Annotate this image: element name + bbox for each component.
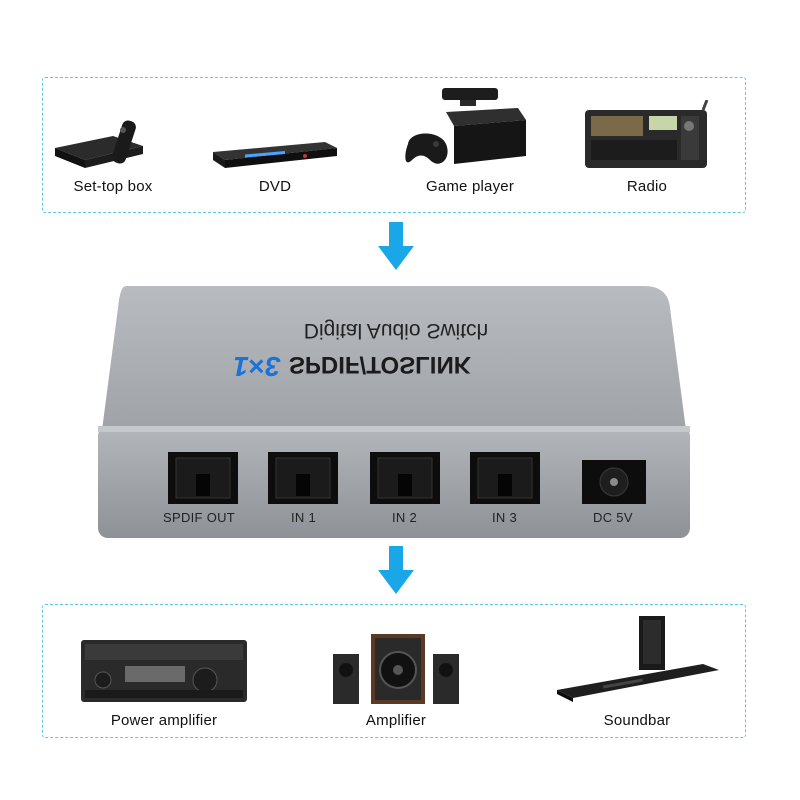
output-label: Amplifier (365, 712, 427, 729)
model-text: 3×1 (233, 351, 281, 382)
optical-port-icon (268, 452, 338, 504)
settop-box-icon (55, 120, 143, 168)
power-amplifier-icon (81, 640, 247, 702)
speakers-icon (333, 634, 459, 704)
output-label: Power amplifier (110, 712, 218, 729)
arrow-down-icon (378, 546, 414, 594)
arrow-down-icon (378, 222, 414, 270)
dc-jack-icon (582, 460, 646, 504)
subtitle-text: Digital Audio Switch (303, 319, 489, 342)
output-label: Soundbar (603, 712, 671, 729)
radio-icon (585, 100, 709, 168)
port-label-dc5v: DC 5V (593, 510, 633, 525)
source-label: Game player (425, 178, 515, 195)
source-label: Set-top box (73, 178, 153, 195)
brand-line: SPDIF/TOSLINK (288, 351, 472, 378)
source-devices-panel (42, 77, 746, 213)
optical-port-icon (168, 452, 238, 504)
output-item-power-amplifier: Power amplifier (78, 636, 250, 729)
source-item-radio: Radio (572, 100, 722, 195)
source-item-game: Game player (395, 86, 545, 195)
game-console-icon (405, 88, 526, 164)
soundbar-icon (557, 616, 719, 702)
output-item-amplifier: Amplifier (326, 630, 466, 729)
optical-port-icon (370, 452, 440, 504)
source-label: Radio (626, 178, 668, 195)
dvd-player-icon (213, 142, 337, 168)
port-label-in1: IN 1 (291, 510, 317, 525)
source-label: DVD (258, 178, 292, 195)
port-label-in2: IN 2 (392, 510, 418, 525)
source-item-settop: Set-top box (48, 118, 178, 195)
optical-port-icon (470, 452, 540, 504)
output-item-soundbar: Soundbar (552, 614, 722, 729)
output-devices-panel (42, 604, 746, 738)
source-item-dvd: DVD (200, 118, 350, 195)
port-label-in3: IN 3 (492, 510, 518, 525)
port-label-spdif-out: SPDIF OUT (163, 510, 236, 525)
